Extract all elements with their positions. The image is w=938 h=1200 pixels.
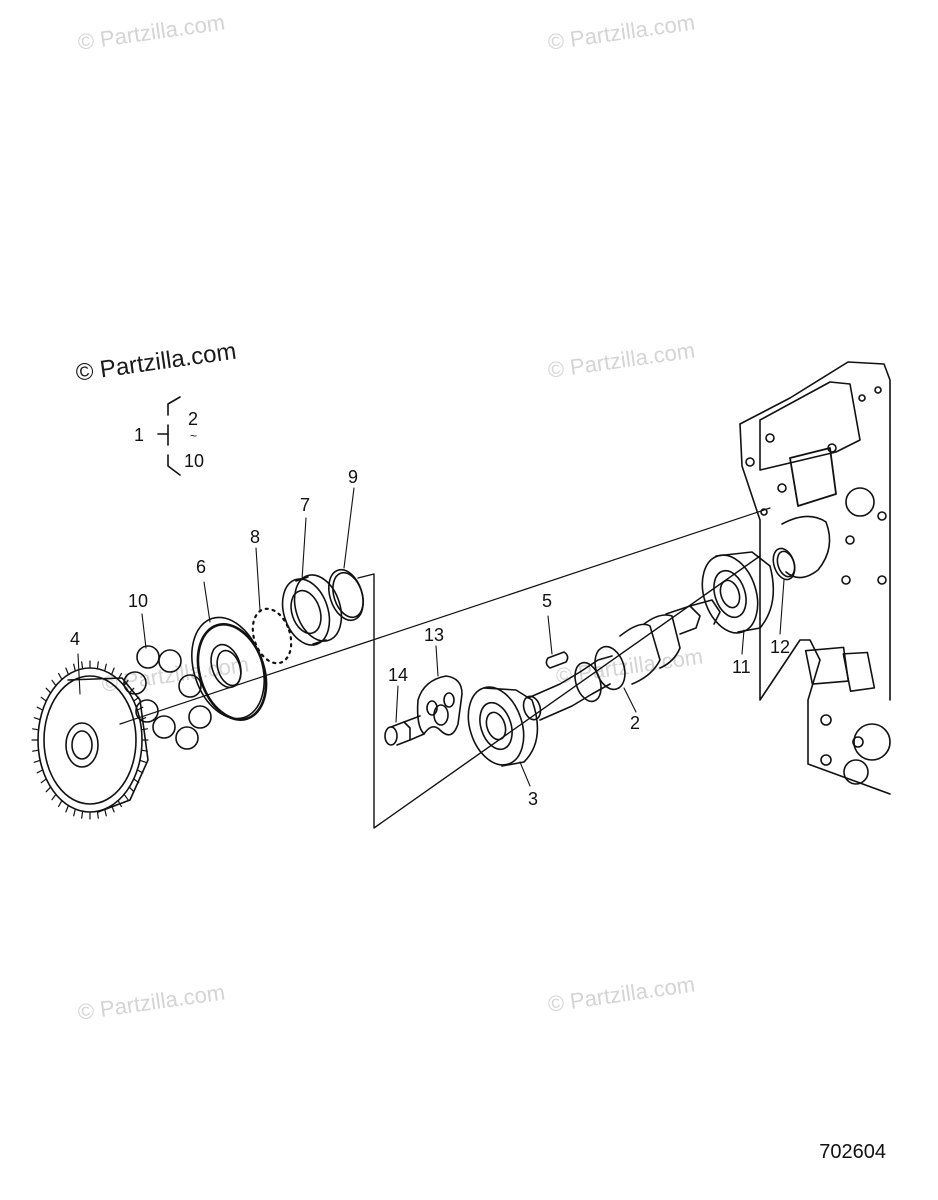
snap-ring-part-12 bbox=[772, 547, 796, 581]
callout-part-6: 6 bbox=[196, 557, 207, 577]
leader-lines bbox=[77, 487, 785, 787]
gear-tooth bbox=[57, 799, 63, 808]
gear-tooth bbox=[117, 672, 123, 681]
gear-part-4 bbox=[31, 660, 149, 820]
gear-tooth bbox=[36, 769, 44, 774]
gear-tooth bbox=[136, 706, 144, 711]
frame-lines bbox=[357, 555, 761, 829]
balls-part-10 bbox=[123, 645, 212, 750]
gear-tooth bbox=[73, 808, 76, 817]
gear-tooth bbox=[133, 696, 140, 702]
callout-range-start: 2 bbox=[188, 409, 199, 429]
gear-tooth bbox=[133, 778, 140, 784]
bolt-part-14 bbox=[384, 715, 425, 746]
washer-part-6 bbox=[191, 616, 268, 721]
gear-tooth bbox=[36, 706, 44, 711]
assembly-bracket bbox=[157, 396, 181, 476]
gear-tooth bbox=[31, 728, 40, 731]
key-part-5 bbox=[545, 651, 569, 669]
snap-ring-part-9 bbox=[327, 568, 365, 622]
callout-part-10: 10 bbox=[128, 591, 149, 611]
gear-tooth bbox=[65, 667, 70, 676]
gear-tooth bbox=[51, 679, 57, 687]
callout-part-3: 3 bbox=[528, 789, 539, 809]
crankcase-housing bbox=[739, 361, 891, 795]
bearing-part-3 bbox=[467, 686, 539, 767]
callout-part-4: 4 bbox=[70, 629, 81, 649]
callout-part-7: 7 bbox=[300, 495, 311, 515]
gear-tooth bbox=[136, 769, 144, 774]
gear-tooth bbox=[139, 759, 147, 763]
gear-tooth bbox=[33, 759, 41, 763]
callout-range-end: 10 bbox=[184, 451, 205, 471]
callout-assembly-parent: 1 bbox=[134, 425, 145, 445]
gear-tooth bbox=[123, 793, 129, 801]
figure-number: 702604 bbox=[819, 1141, 886, 1163]
bearing-part-11 bbox=[701, 551, 775, 634]
gear-tooth bbox=[128, 786, 135, 793]
callout-part-9: 9 bbox=[348, 467, 359, 487]
needle-ring-part-8 bbox=[251, 607, 293, 665]
callout-part-5: 5 bbox=[542, 591, 553, 611]
callout-part-8: 8 bbox=[250, 527, 261, 547]
gear-tooth bbox=[140, 728, 148, 731]
callout-part-2: 2 bbox=[630, 713, 641, 733]
gear-tooth bbox=[45, 687, 52, 694]
gear-tooth bbox=[81, 810, 84, 819]
gear-tooth bbox=[117, 799, 123, 808]
gear-tooth bbox=[110, 804, 115, 813]
gear-tooth bbox=[45, 786, 52, 793]
callout-range-tilde: ~ bbox=[190, 429, 198, 443]
gear-tooth bbox=[33, 717, 41, 721]
callout-part-14: 14 bbox=[388, 665, 409, 685]
gear-tooth bbox=[73, 663, 76, 672]
gear-tooth bbox=[40, 778, 47, 784]
gear-tooth bbox=[104, 808, 107, 817]
retainer-part-13 bbox=[416, 675, 463, 736]
gear-tooth bbox=[65, 804, 70, 813]
camshaft-part-2 bbox=[522, 599, 721, 721]
seal-part-7 bbox=[281, 574, 343, 646]
gear-tooth bbox=[110, 667, 115, 676]
callout-part-13: 13 bbox=[424, 625, 445, 645]
gear-tooth bbox=[140, 749, 148, 752]
gear-tooth bbox=[51, 793, 57, 801]
gear-tooth bbox=[81, 661, 84, 670]
gear-tooth bbox=[104, 663, 107, 672]
gear-tooth bbox=[96, 810, 99, 819]
callout-part-12: 12 bbox=[770, 637, 791, 657]
gear-tooth bbox=[96, 661, 99, 670]
gear-tooth bbox=[40, 696, 47, 702]
gear-tooth bbox=[57, 672, 63, 681]
gear-tooth bbox=[31, 749, 40, 752]
callout-part-11: 11 bbox=[732, 657, 751, 677]
